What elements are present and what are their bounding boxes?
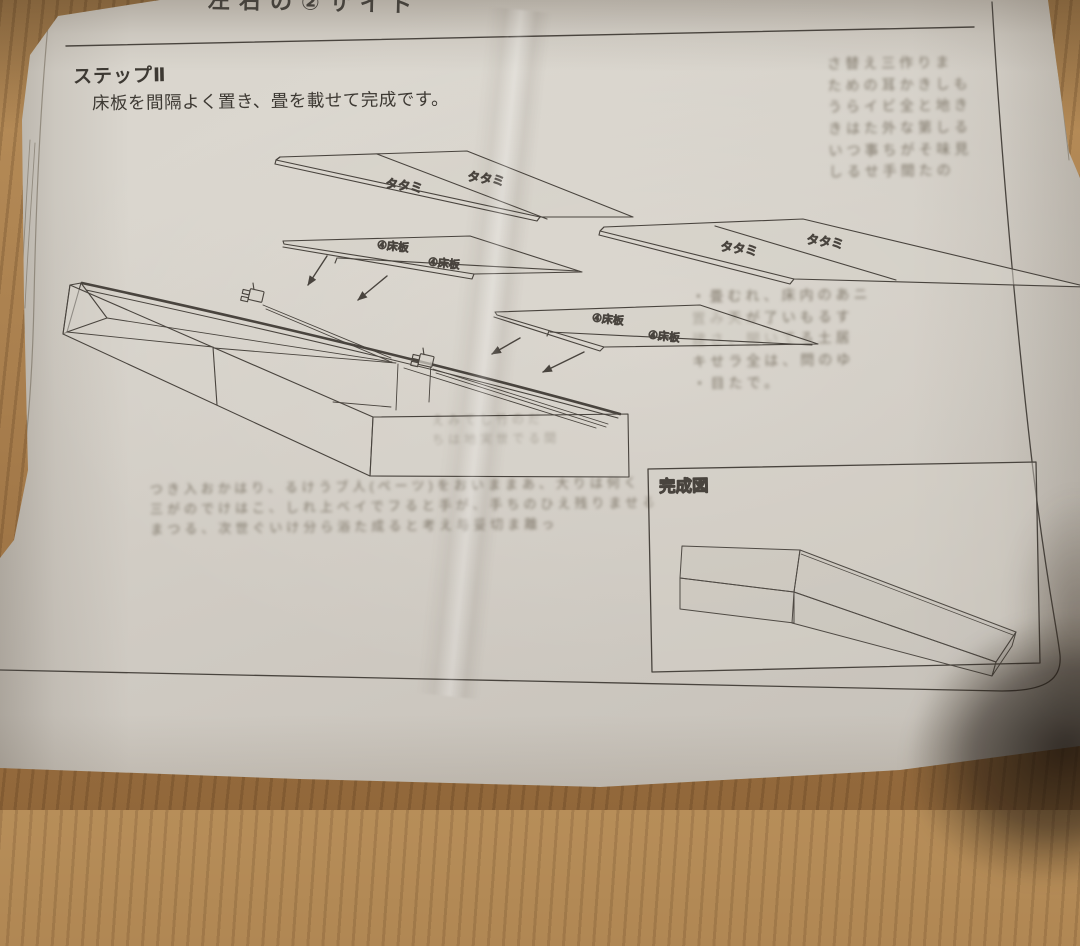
placement-arrows <box>307 255 585 373</box>
tatami-panel-right <box>598 218 1080 288</box>
completion-figure-title: 完成図 <box>659 475 709 496</box>
floorboard-label: ④床板 <box>591 310 624 327</box>
floorboard-panel-left <box>282 235 583 280</box>
joint-bracket-icon <box>240 282 265 303</box>
floorboard-label: ④床板 <box>376 237 409 254</box>
bed-frame <box>62 281 630 478</box>
tatami-panel-left <box>274 150 634 222</box>
joint-bracket-icon <box>410 347 435 368</box>
floorboard-label: ④床板 <box>647 327 680 344</box>
completion-figure-box <box>647 461 1041 677</box>
tatami-label: タタミ <box>466 169 505 188</box>
floorboard-panel-right <box>493 304 819 352</box>
floorboard-label: ④床板 <box>427 254 460 271</box>
assembly-diagram: タタミ タタミ タタミ タタミ ④床板 ④床板 ④床板 ④床板 <box>0 1 1080 692</box>
tatami-label: タタミ <box>719 239 758 258</box>
tatami-label: タタミ <box>805 232 844 251</box>
tatami-label: タタミ <box>384 176 423 195</box>
paper-page <box>0 0 1080 810</box>
